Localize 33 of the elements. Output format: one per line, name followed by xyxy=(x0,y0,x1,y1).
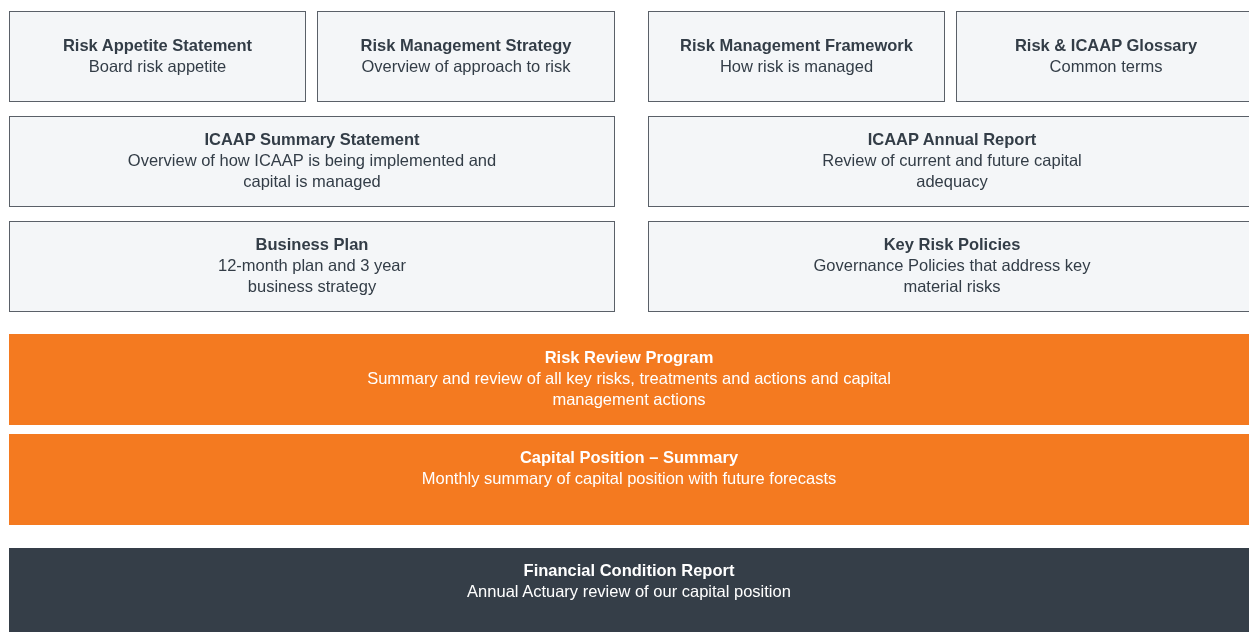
document-box xyxy=(648,11,945,102)
box-title: Risk Appetite Statement xyxy=(62,35,253,56)
box-title: ICAAP Annual Report xyxy=(867,129,1037,150)
box-title: Risk Management Strategy xyxy=(360,35,572,56)
box-description: Overview of approach to risk xyxy=(361,56,571,77)
document-box xyxy=(9,11,306,102)
box-title: Risk & ICAAP Glossary xyxy=(1014,35,1198,56)
document-box xyxy=(956,11,1249,102)
box-description: Common terms xyxy=(1049,56,1163,77)
box-title: Business Plan xyxy=(255,234,369,255)
document-box xyxy=(9,116,615,207)
box-description: Monthly summary of capital position with future forecasts xyxy=(421,468,837,489)
document-box xyxy=(648,116,1249,207)
box-description: Governance Policies that address key material risks xyxy=(812,255,1092,297)
box-description: Annual Actuary review of our capital position xyxy=(467,581,791,602)
document-box xyxy=(648,221,1249,312)
box-description: Overview of how ICAAP is being implemented and capital is managed xyxy=(126,150,498,192)
box-description: Review of current and future capital adequacy xyxy=(821,150,1083,192)
box-description: Board risk appetite xyxy=(88,56,227,77)
box-title: Risk Review Program xyxy=(544,347,714,368)
summary-band xyxy=(9,548,1249,632)
box-title: ICAAP Summary Statement xyxy=(204,129,420,150)
box-description: 12-month plan and 3 year business strategy xyxy=(216,255,407,297)
document-box xyxy=(317,11,615,102)
box-description: Summary and review of all key risks, treatments and actions and capital management actions xyxy=(366,368,892,410)
document-box xyxy=(9,221,615,312)
box-description: How risk is managed xyxy=(719,56,874,77)
box-title: Financial Condition Report xyxy=(523,560,735,581)
summary-band xyxy=(9,434,1249,525)
box-title: Risk Management Framework xyxy=(680,35,913,56)
box-title: Key Risk Policies xyxy=(883,234,1021,255)
summary-band xyxy=(9,334,1249,425)
box-title: Capital Position – Summary xyxy=(519,447,739,468)
